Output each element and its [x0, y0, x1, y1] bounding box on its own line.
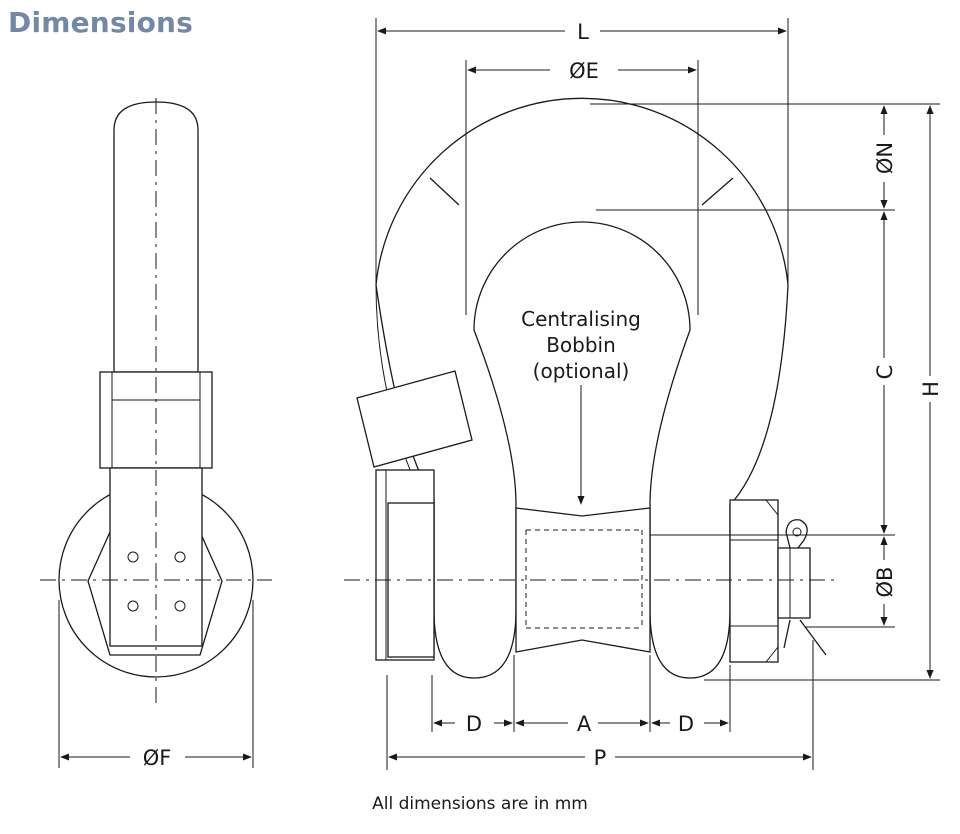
page-title: Dimensions [8, 6, 194, 39]
label-N: ØN [873, 142, 897, 174]
shackle-bow [375, 97, 789, 679]
cotter-pin-leg [783, 619, 791, 649]
hex-nut-front [729, 499, 779, 663]
label-L: L [577, 20, 589, 44]
label-P: P [594, 746, 607, 770]
label-A: A [577, 712, 592, 736]
bobbin-note-line2: Bobbin [546, 333, 616, 357]
label-D-right: D [678, 712, 694, 736]
bobbin-note-line3: (optional) [533, 359, 630, 383]
side-hole [127, 551, 139, 563]
bobbin-note-line1: Centralising [521, 307, 641, 331]
label-F: ØF [143, 746, 172, 770]
label-D-left: D [466, 712, 482, 736]
pin-threaded-end [777, 547, 811, 619]
side-view: ØF [40, 98, 272, 770]
cotter-pin-loop [785, 519, 808, 549]
cotter-pin-leg [799, 619, 827, 656]
label-C: C [873, 365, 897, 380]
label-H: H [919, 381, 943, 397]
front-view [344, 97, 836, 679]
footer-note: All dimensions are in mm [372, 794, 588, 814]
label-E: ØE [569, 59, 599, 83]
dimensions: L ØE ØN C ØB H [375, 18, 943, 770]
side-hole [174, 551, 186, 563]
side-hole [127, 600, 139, 612]
pin-head-tab [356, 370, 473, 468]
side-hole [174, 600, 186, 612]
label-B: ØB [873, 567, 897, 598]
